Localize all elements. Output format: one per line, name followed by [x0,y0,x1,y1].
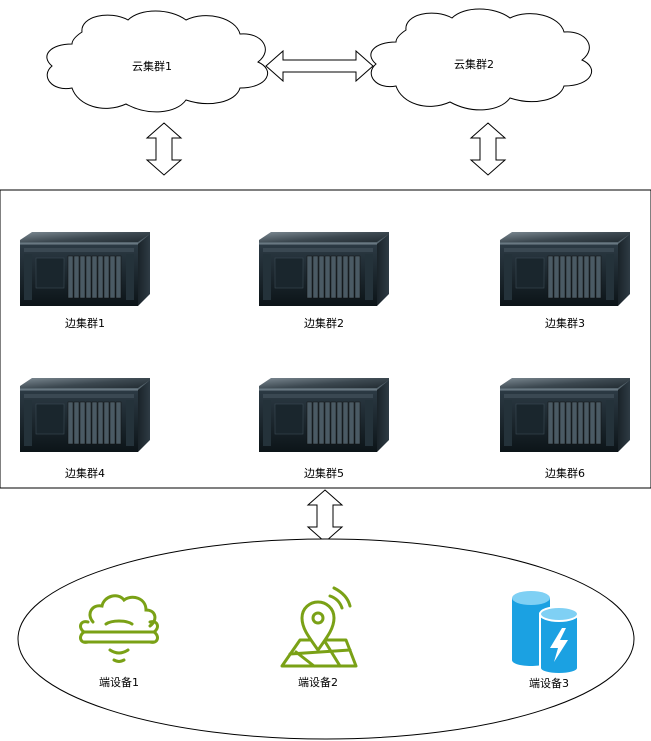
edge-6-label: 边集群6 [545,466,585,480]
edge-5-label: 边集群5 [304,466,344,480]
edge-cluster-1[interactable]: 边集群1 [19,231,151,330]
cloud-wrench-icon [79,594,159,663]
server-icon [499,377,631,453]
cloud1-edge-arrow [146,122,182,176]
device-1[interactable]: 端设备1 [79,594,159,689]
cloud-2-label: 云集群2 [454,57,494,71]
database-power-icon [512,591,579,675]
edge-cluster-6[interactable]: 边集群6 [499,377,631,480]
server-icon [499,231,631,307]
map-location-icon [280,586,358,668]
server-icon [258,377,390,453]
cloud-1-shape [46,10,269,113]
server-icon [19,377,151,453]
edge-cluster-2[interactable]: 边集群2 [258,231,390,330]
cloud-1-label: 云集群1 [132,59,172,73]
edge-2-label: 边集群2 [304,316,344,330]
edge-4-label: 边集群4 [65,466,105,480]
edge-cluster-4[interactable]: 边集群4 [19,377,151,480]
server-icon [19,231,151,307]
cloud-cluster-2[interactable]: 云集群2 [370,8,593,111]
device-3-label: 端设备3 [529,676,569,690]
edge-cluster-3[interactable]: 边集群3 [499,231,631,330]
cloud-cluster-1[interactable]: 云集群1 [46,10,269,113]
device-3[interactable]: 端设备3 [512,591,579,690]
cloud2-edge-arrow [470,122,506,176]
cloud-link-arrow [265,49,374,83]
device-2-label: 端设备2 [298,675,338,689]
server-icon [258,231,390,307]
edge-3-label: 边集群3 [545,316,585,330]
device-2[interactable]: 端设备2 [280,586,358,689]
edge-cluster-5[interactable]: 边集群5 [258,377,390,480]
device-1-label: 端设备1 [99,675,139,689]
edge-device-arrow [307,489,343,543]
edge-1-label: 边集群1 [65,316,105,330]
cloud-2-shape [370,8,593,111]
